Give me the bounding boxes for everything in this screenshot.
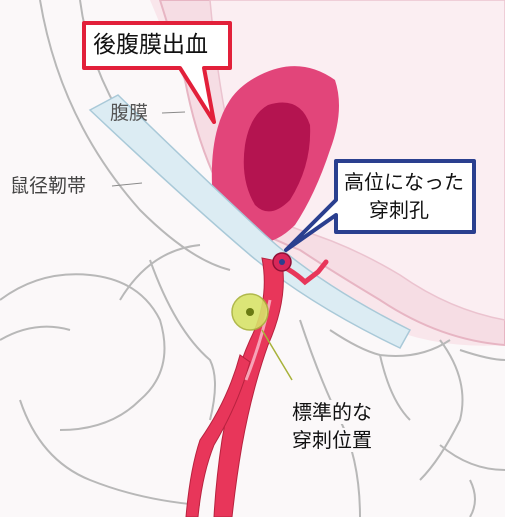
ligament-leader bbox=[112, 183, 142, 186]
peritoneum-leader bbox=[162, 112, 185, 113]
peritoneum-label: 腹膜 bbox=[110, 102, 148, 125]
standard-puncture-label-line2: 穿刺位置 bbox=[292, 428, 372, 452]
standard-puncture-label-line1: 標準的な bbox=[292, 400, 372, 424]
high-puncture-label-line2: 穿刺孔 bbox=[369, 198, 429, 222]
inguinal-ligament-label: 鼠径靭帯 bbox=[10, 175, 86, 198]
hemorrhage-label: 後腹膜出血 bbox=[93, 32, 208, 60]
high-puncture-label-line1: 高位になった bbox=[344, 170, 464, 194]
